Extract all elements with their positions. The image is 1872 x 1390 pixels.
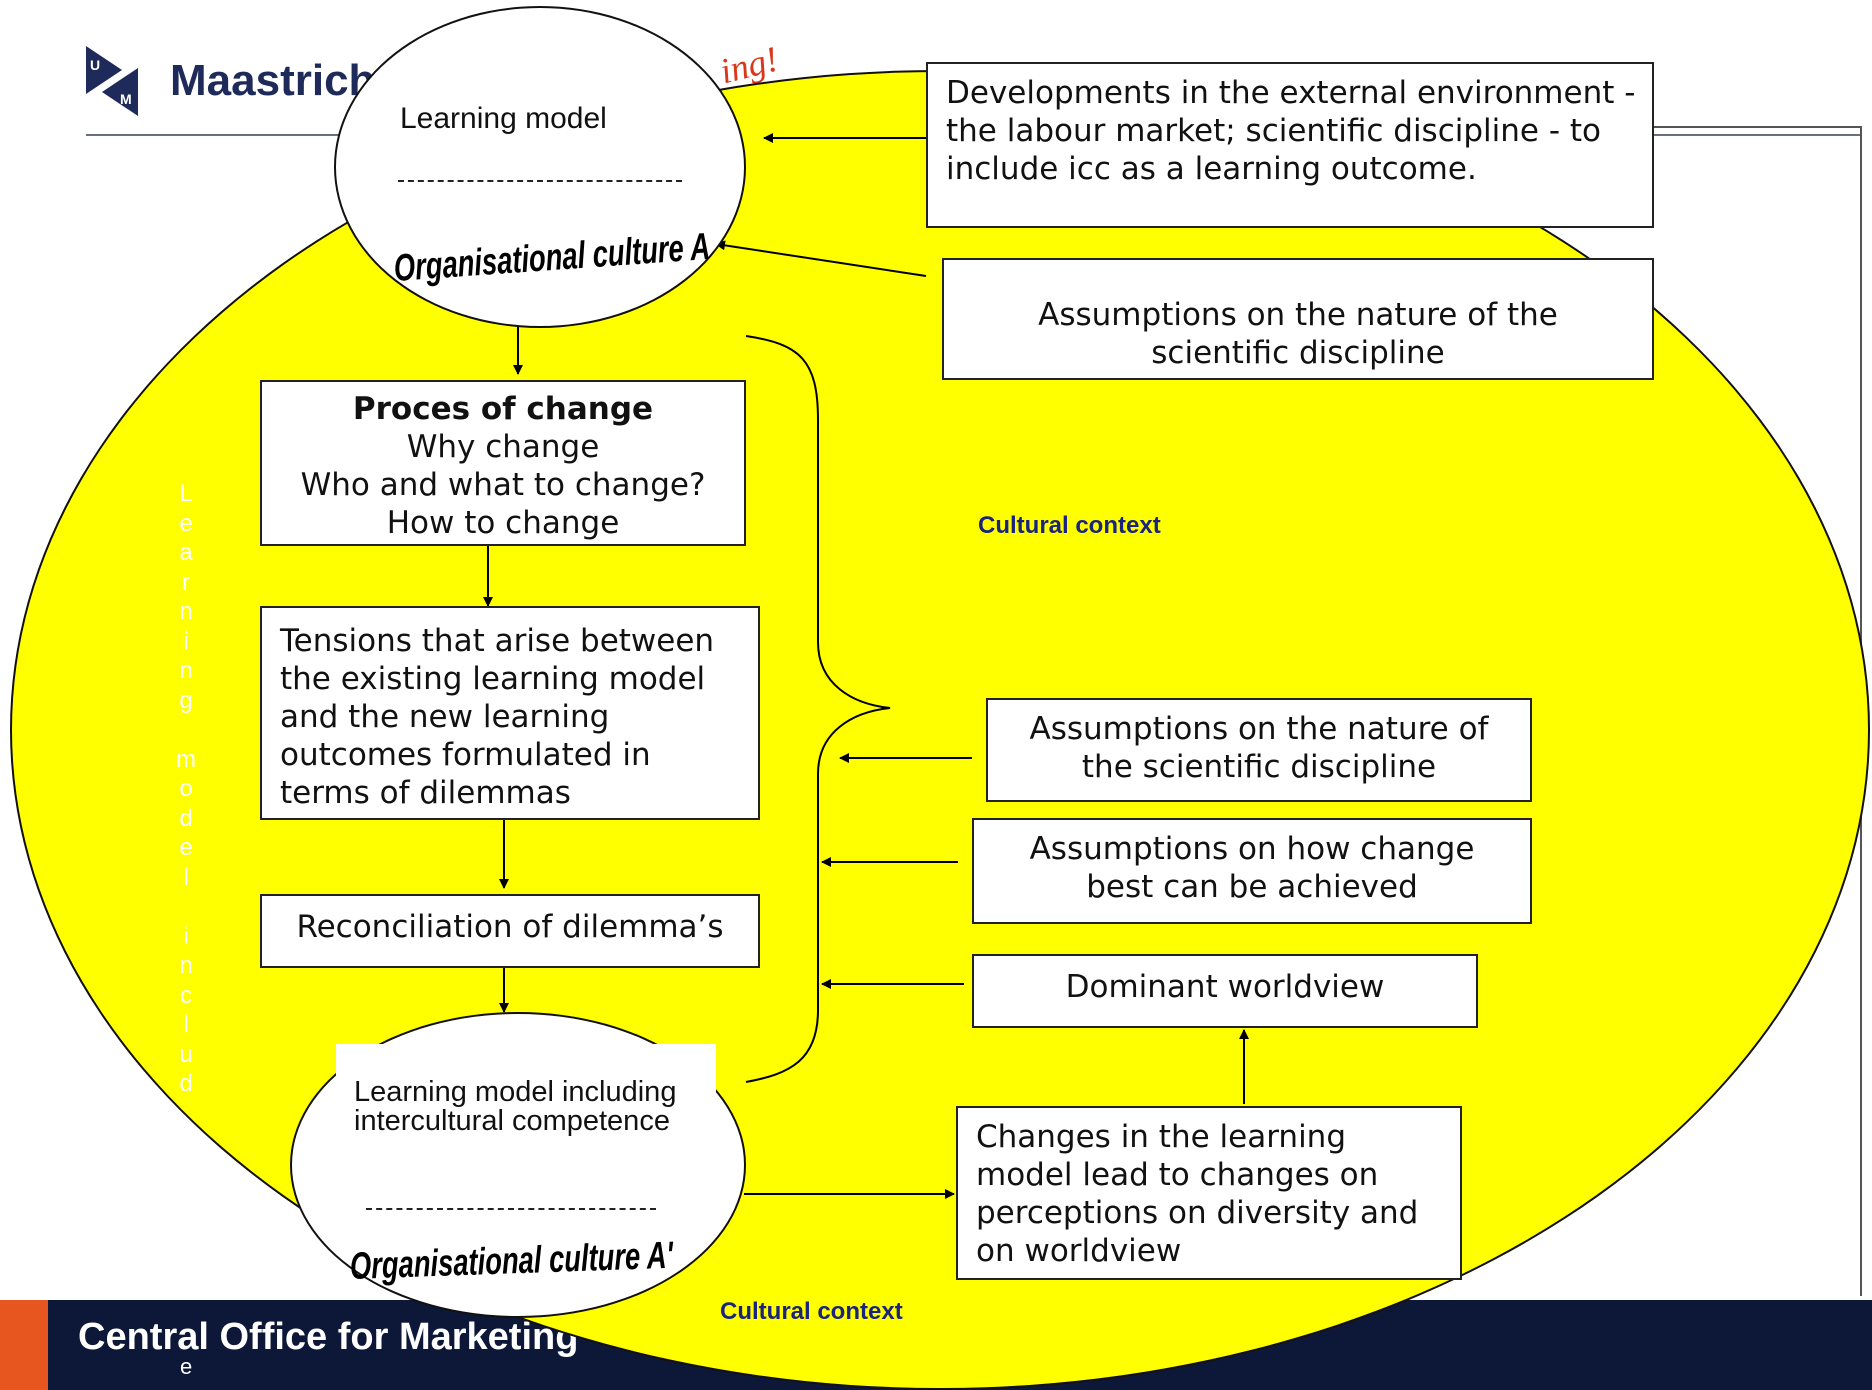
- reconciliation-box: Reconciliation of dilemma’s: [260, 894, 760, 968]
- vertical-text-char: i: [183, 922, 189, 950]
- assumptions-change-box: Assumptions on how change best can be ac…: [972, 818, 1532, 924]
- vertical-text-char: m: [176, 745, 196, 773]
- vertical-text-char: l: [183, 863, 189, 891]
- process-line-how: How to change: [386, 505, 620, 541]
- vertical-text-char: n: [179, 657, 193, 684]
- arrow-assumptions-to-top-ellipse: [715, 240, 927, 277]
- vertical-text-char: a: [179, 539, 193, 566]
- top-ellipse-divider: [398, 180, 682, 182]
- process-line-why: Why change: [406, 429, 600, 465]
- university-logo-icon: U M: [86, 46, 138, 116]
- top-ellipse-title: Learning model: [400, 102, 607, 135]
- process-heading: Proces of change: [352, 391, 654, 427]
- changes-in-learning-model-box: Changes in the learning model lead to ch…: [956, 1106, 1462, 1280]
- footer-accent: [0, 1300, 48, 1390]
- vertical-text-char: c: [180, 981, 192, 1009]
- bottom-ellipse-title: Learning model including intercultural c…: [354, 1076, 677, 1137]
- vertical-text-char: g: [179, 686, 193, 714]
- vertical-text-char: e: [179, 509, 193, 537]
- assumptions-discipline-mid-box: Assumptions on the nature of the scienti…: [986, 698, 1532, 802]
- frame-line-top-right: [1650, 126, 1862, 128]
- vertical-text-char: n: [179, 952, 193, 979]
- vertical-text-char: e: [179, 834, 193, 861]
- external-developments-box: Developments in the external environment…: [926, 62, 1654, 228]
- svg-text:M: M: [120, 91, 132, 107]
- cultural-context-label-top: Cultural context: [978, 512, 1161, 539]
- curly-brace: [745, 335, 891, 1083]
- vertical-text-char: r: [182, 568, 190, 596]
- vertical-text-char: o: [179, 775, 193, 802]
- vertical-text-char: l: [183, 1011, 189, 1038]
- vertical-text-char: d: [179, 804, 193, 832]
- cultural-context-label-bottom: Cultural context: [720, 1298, 903, 1325]
- bottom-ellipse-white-cap: [336, 1044, 716, 1132]
- vertical-text-char: u: [179, 1040, 193, 1068]
- vertical-text-char: n: [179, 598, 193, 625]
- process-line-who: Who and what to change?: [300, 467, 706, 503]
- vertical-text-char: L: [179, 480, 193, 507]
- dominant-worldview-box: Dominant worldview: [972, 954, 1478, 1028]
- tensions-box: Tensions that arise between the existing…: [260, 606, 760, 820]
- vertical-text-char: i: [183, 627, 189, 655]
- bottom-ellipse-divider: [366, 1208, 656, 1210]
- assumptions-discipline-top-box: Assumptions on the nature of the scienti…: [942, 258, 1654, 380]
- vertical-footer-char: e: [180, 1354, 193, 1379]
- footer-text: Central Office for Marketing: [78, 1316, 579, 1358]
- process-of-change-box: Proces of change Why change Who and what…: [260, 380, 746, 546]
- vertical-text-char: d: [179, 1070, 193, 1097]
- top-learning-model-ellipse: [334, 6, 746, 328]
- svg-text:U: U: [90, 57, 100, 73]
